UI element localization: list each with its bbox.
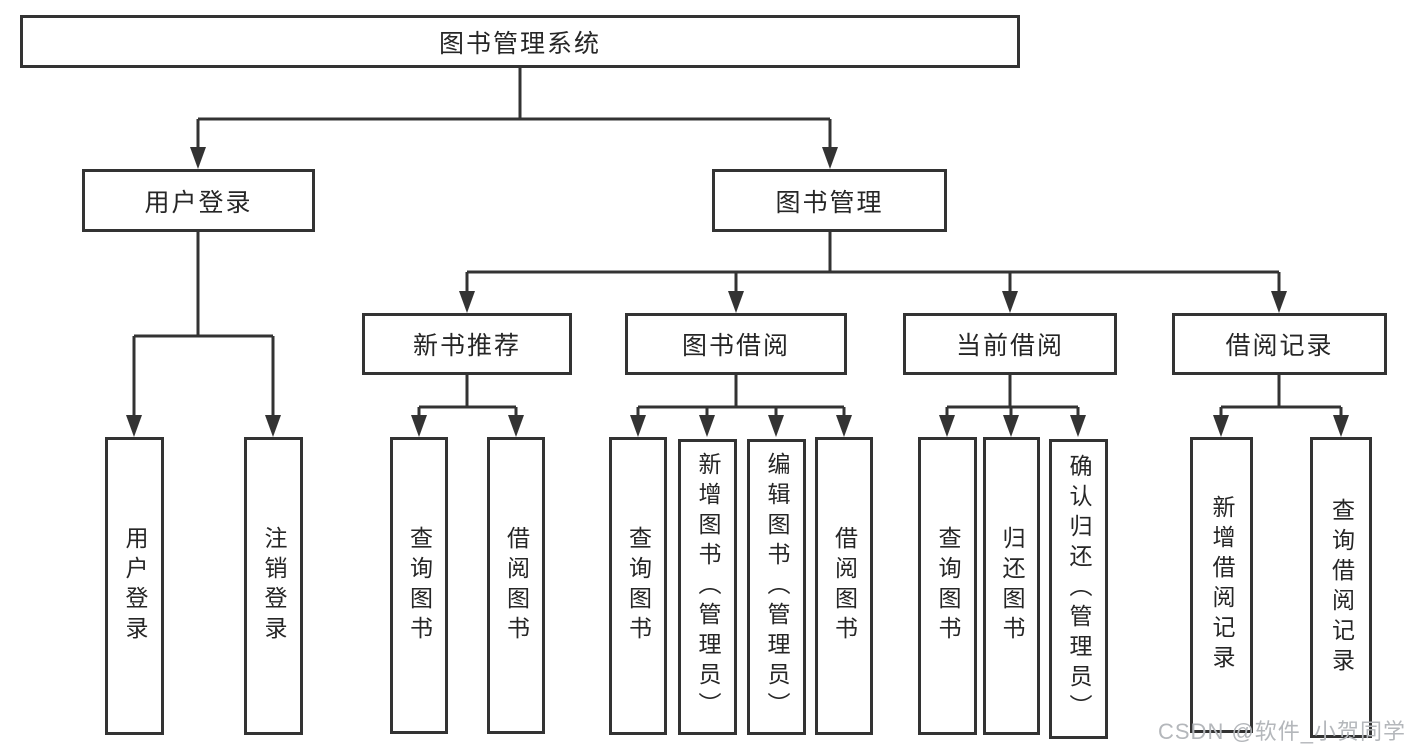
node-book-borrowing: 图书借阅 <box>625 313 847 375</box>
node-borrow-add-books-admin: 新增图书（管理员） <box>678 439 737 735</box>
node-label: 当前借阅 <box>955 332 1064 360</box>
node-borrow-query-books: 查询图书 <box>609 437 667 735</box>
node-current-confirm-return-admin: 确认归还（管理员） <box>1049 439 1108 739</box>
node-label: 查询图书 <box>406 525 433 646</box>
node-label: 确认归还（管理员） <box>1066 454 1092 724</box>
node-label: 图书管理系统 <box>438 29 601 58</box>
node-label: 查询图书 <box>935 526 961 646</box>
node-label: 归还图书 <box>999 526 1025 646</box>
connector-bookmgmt-to-level3 <box>459 232 1287 313</box>
node-logout: 注销登录 <box>244 437 303 735</box>
node-current-query-books: 查询图书 <box>918 437 977 735</box>
node-new-book-recommend: 新书推荐 <box>362 313 572 375</box>
node-label: 新书推荐 <box>412 332 521 360</box>
node-label: 借阅记录 <box>1225 332 1334 360</box>
node-login: 用户登录 <box>105 437 164 735</box>
node-label: 用户登录 <box>144 188 253 217</box>
node-records-add-record: 新增借阅记录 <box>1190 437 1253 733</box>
node-current-borrowing: 当前借阅 <box>903 313 1117 375</box>
node-label: 图书借阅 <box>681 332 790 360</box>
node-borrow-borrow-books: 借阅图书 <box>815 437 873 735</box>
node-label: 编辑图书（管理员） <box>764 452 790 722</box>
node-records-query-record: 查询借阅记录 <box>1310 437 1372 738</box>
node-label: 查询借阅记录 <box>1328 497 1355 678</box>
node-label: 借阅图书 <box>831 526 858 646</box>
node-label: 图书管理 <box>775 188 884 217</box>
node-label: 新增借阅记录 <box>1209 495 1235 675</box>
node-borrowing-records: 借阅记录 <box>1172 313 1387 375</box>
connector-userlogin-to-children <box>126 232 281 437</box>
node-current-return-books: 归还图书 <box>983 437 1040 735</box>
node-label: 查询图书 <box>625 526 652 646</box>
node-label: 借阅图书 <box>503 525 530 646</box>
connector-root-to-level2 <box>190 68 838 169</box>
connector-borrow-to-children <box>630 375 852 437</box>
node-book-management: 图书管理 <box>712 169 947 232</box>
node-borrow-edit-books-admin: 编辑图书（管理员） <box>747 439 806 735</box>
csdn-watermark: CSDN @软件_小贺同学 <box>1158 719 1405 744</box>
node-label: 新增图书（管理员） <box>695 452 721 722</box>
node-label: 注销登录 <box>261 526 287 646</box>
node-newbook-query-books: 查询图书 <box>390 437 448 734</box>
connector-current-to-children <box>939 375 1086 437</box>
node-library-system: 图书管理系统 <box>20 15 1020 68</box>
node-label: 用户登录 <box>122 526 148 646</box>
node-user-login: 用户登录 <box>82 169 315 232</box>
node-newbook-borrow-books: 借阅图书 <box>487 437 545 734</box>
connector-newbook-to-children <box>411 375 524 437</box>
connector-records-to-children <box>1213 375 1349 437</box>
